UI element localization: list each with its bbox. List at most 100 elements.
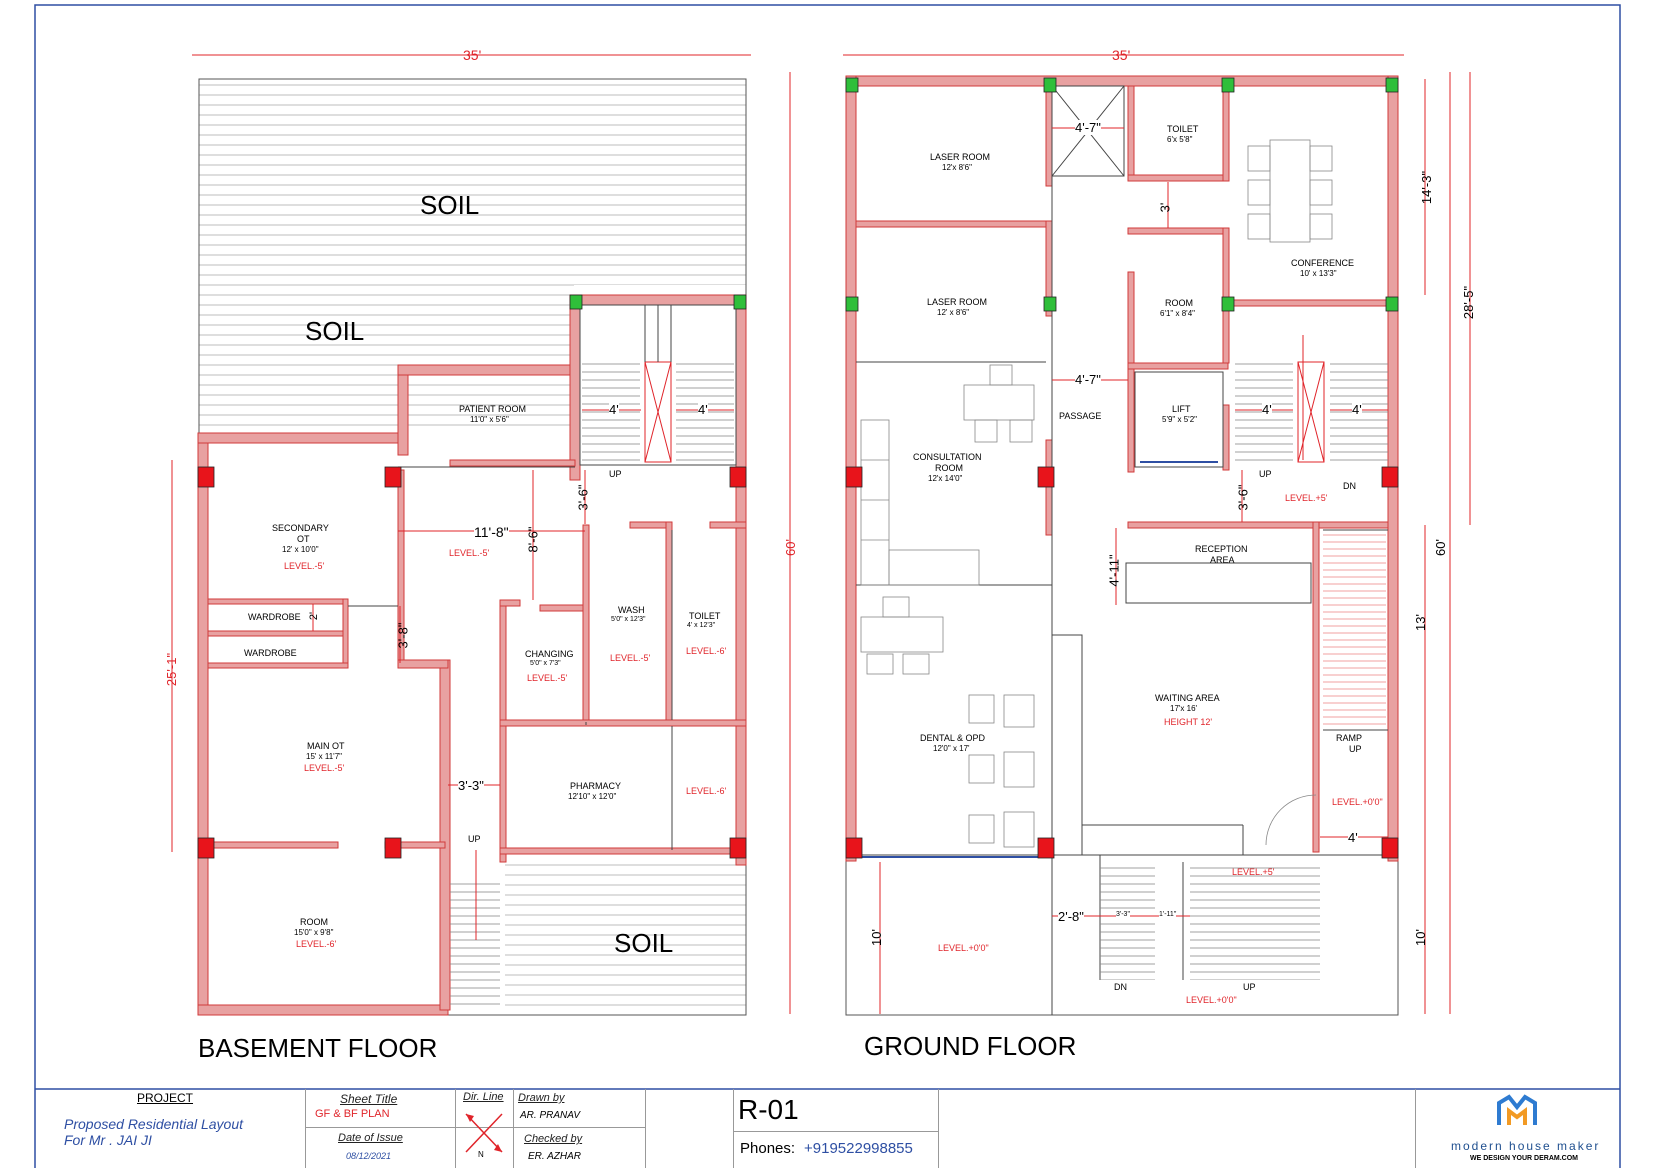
level-plus5: LEVEL.+5' bbox=[1285, 493, 1328, 503]
passage-label: PASSAGE bbox=[1059, 411, 1102, 421]
ground-up: UP bbox=[1259, 469, 1272, 479]
wall bbox=[1127, 362, 1229, 370]
basement-title: BASEMENT FLOOR bbox=[198, 1033, 438, 1063]
level-porch: LEVEL.+5' bbox=[1232, 867, 1275, 877]
lift-name: LIFT bbox=[1172, 404, 1191, 414]
level-stair-bottom: LEVEL.+0'0" bbox=[1186, 995, 1237, 1005]
wall bbox=[1127, 271, 1135, 473]
secondary-ot-name2: OT bbox=[297, 534, 310, 544]
brand-name: modern house maker bbox=[1451, 1139, 1601, 1153]
stair-treads bbox=[1190, 865, 1320, 980]
stair-treads bbox=[450, 878, 500, 1010]
dn-bottom: DN bbox=[1114, 982, 1127, 992]
ground-toilet-size: 6'x 5'8" bbox=[1167, 135, 1193, 144]
wall bbox=[499, 719, 747, 727]
drawn-by-label: Drawn by bbox=[518, 1092, 565, 1104]
soil-area-bottom bbox=[505, 860, 746, 1015]
level-ramp: LEVEL.+0'0" bbox=[1332, 797, 1383, 807]
dim-2: 2' bbox=[308, 611, 321, 621]
wall bbox=[1127, 85, 1135, 181]
dim-4a: 4' bbox=[609, 402, 619, 417]
wall bbox=[582, 524, 590, 726]
reception-name1: RECEPTION bbox=[1195, 544, 1248, 554]
wall bbox=[665, 521, 673, 723]
room-level: LEVEL.-6' bbox=[296, 939, 337, 949]
date-label: Date of Issue bbox=[338, 1132, 403, 1144]
soil-label-3: SOIL bbox=[614, 928, 674, 958]
sheet-border bbox=[34, 4, 1621, 1168]
secondary-ot-size: 12' x 10'0" bbox=[282, 545, 319, 554]
wall bbox=[1222, 299, 1394, 307]
wardrobe-2: WARDROBE bbox=[244, 648, 297, 658]
ground-dim-4a: 4' bbox=[1262, 402, 1272, 417]
dim-3: 3' bbox=[1157, 202, 1173, 213]
waiting-name: WAITING AREA bbox=[1155, 693, 1220, 703]
wall bbox=[1045, 85, 1053, 187]
project-line2: For Mr . JAI JI bbox=[64, 1132, 152, 1148]
ramp-name2: UP bbox=[1349, 744, 1362, 754]
wall bbox=[207, 662, 349, 669]
changing-name: CHANGING bbox=[525, 649, 574, 659]
reception-name2: AREA bbox=[1210, 555, 1235, 565]
soil-area-top bbox=[199, 79, 746, 285]
ground-title: GROUND FLOOR bbox=[864, 1031, 1077, 1061]
up-bottom: UP bbox=[1243, 982, 1256, 992]
pharmacy-name: PHARMACY bbox=[570, 781, 622, 791]
phones-label: Phones: bbox=[740, 1140, 796, 1157]
dim-4-7-mid: 4'-7" bbox=[1075, 372, 1101, 387]
level-front: LEVEL.+0'0" bbox=[938, 943, 989, 953]
consultation-name1: CONSULTATION bbox=[913, 452, 982, 462]
secondary-ot-name1: SECONDARY bbox=[272, 523, 329, 533]
dim-4b: 4' bbox=[698, 402, 708, 417]
basement-dim-left: 25'-1" bbox=[164, 652, 180, 687]
checked-by-label: Checked by bbox=[524, 1133, 583, 1145]
project-line1: Proposed Residential Layout bbox=[64, 1116, 244, 1132]
wall bbox=[1222, 404, 1230, 471]
wall bbox=[197, 1004, 449, 1016]
dim-10-right: 10' bbox=[1412, 929, 1428, 946]
ground-room-size: 6'1" x 8'4" bbox=[1160, 309, 1195, 318]
wall bbox=[207, 630, 349, 637]
dim-3-3-ground: 3'-3" bbox=[1116, 911, 1130, 918]
ground-toilet-name: TOILET bbox=[1167, 124, 1199, 134]
wall bbox=[397, 659, 449, 669]
toilet-level: LEVEL.-6' bbox=[686, 646, 727, 656]
project-label: PROJECT bbox=[137, 1091, 194, 1105]
main-ot-size: 15' x 11'7" bbox=[306, 752, 342, 761]
column bbox=[384, 466, 402, 488]
column bbox=[197, 837, 215, 859]
wall bbox=[499, 847, 747, 855]
soil-area-left bbox=[199, 285, 574, 433]
waiting-size: 17'x 16' bbox=[1170, 704, 1198, 713]
up-2: UP bbox=[468, 834, 481, 844]
stair-treads bbox=[1100, 865, 1155, 980]
column bbox=[197, 466, 215, 488]
secondary-ot-level: LEVEL.-5' bbox=[284, 561, 325, 571]
wall bbox=[197, 841, 339, 849]
wall bbox=[569, 294, 581, 481]
wash-level: LEVEL.-5' bbox=[610, 653, 651, 663]
column bbox=[729, 837, 747, 859]
wall bbox=[1127, 521, 1389, 529]
dim-4-ramp: 4' bbox=[1348, 830, 1358, 845]
ground-dim-top: 35' bbox=[1112, 47, 1131, 63]
main-ot-name: MAIN OT bbox=[307, 741, 345, 751]
column bbox=[729, 466, 747, 488]
soil-label-1: SOIL bbox=[420, 190, 480, 220]
waiting-height: HEIGHT 12' bbox=[1164, 717, 1213, 727]
basement-dim-top: 35' bbox=[463, 47, 482, 63]
ground-dim-4b: 4' bbox=[1352, 402, 1362, 417]
wall bbox=[397, 364, 409, 456]
ground-room-name: ROOM bbox=[1165, 298, 1193, 308]
laser-room-1-size: 12'x 8'6" bbox=[942, 163, 972, 172]
wash-size: 5'0" x 12'3" bbox=[611, 616, 646, 623]
level-right: LEVEL.-6' bbox=[686, 786, 727, 796]
sheet-number: R-01 bbox=[738, 1094, 799, 1125]
consultation-name2: ROOM bbox=[935, 463, 963, 473]
date-value: 08/12/2021 bbox=[346, 1151, 392, 1161]
wall bbox=[342, 598, 349, 668]
up-1: UP bbox=[609, 469, 622, 479]
wall bbox=[539, 604, 586, 612]
basement-dim-right: 60' bbox=[782, 539, 798, 556]
room-size: 15'0" x 9'8" bbox=[294, 928, 334, 937]
